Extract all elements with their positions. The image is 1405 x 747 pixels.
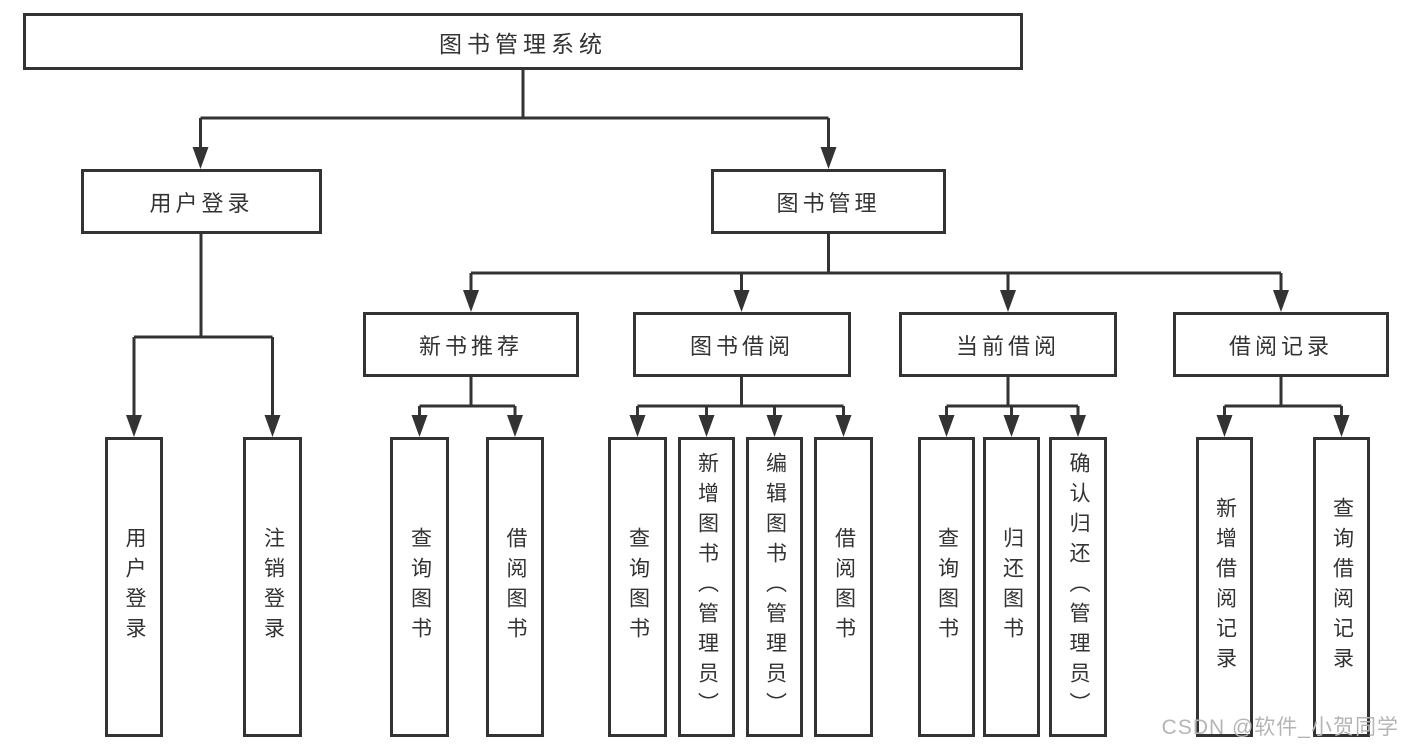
leaf-query-borrow-record: 查询借阅记录 — [1313, 437, 1370, 737]
leaf-user-login: 用户登录 — [105, 437, 163, 737]
leaf-add-borrow-record: 新增借阅记录 — [1196, 437, 1253, 737]
leaf-edit-book-admin: 编辑图书（管理员） — [746, 437, 803, 737]
leaf-borrow-query-books: 查询图书 — [608, 437, 667, 737]
node-book-borrowing: 图书借阅 — [633, 312, 851, 377]
node-borrowing-records: 借阅记录 — [1173, 312, 1389, 377]
leaf-return-books: 归还图书 — [983, 437, 1040, 737]
node-new-book-recommend: 新书推荐 — [363, 312, 579, 377]
leaf-newbook-query-books: 查询图书 — [390, 437, 449, 737]
node-user-login-branch: 用户登录 — [81, 169, 322, 234]
leaf-borrow-books: 借阅图书 — [814, 437, 873, 737]
leaf-newbook-borrow-books: 借阅图书 — [486, 437, 544, 737]
leaf-current-query-books: 查询图书 — [918, 437, 975, 737]
leaf-confirm-return-admin: 确认归还（管理员） — [1049, 437, 1107, 737]
arrowheads — [126, 147, 1350, 437]
leaf-logout: 注销登录 — [243, 437, 302, 737]
csdn-watermark: CSDN @软件_小贺同学 — [1161, 716, 1399, 739]
node-root-system: 图书管理系统 — [23, 13, 1023, 70]
leaf-add-book-admin: 新增图书（管理员） — [678, 437, 735, 737]
node-current-borrowing: 当前借阅 — [899, 312, 1117, 377]
node-book-management-branch: 图书管理 — [711, 169, 946, 234]
connector-shafts — [132, 69, 1343, 421]
